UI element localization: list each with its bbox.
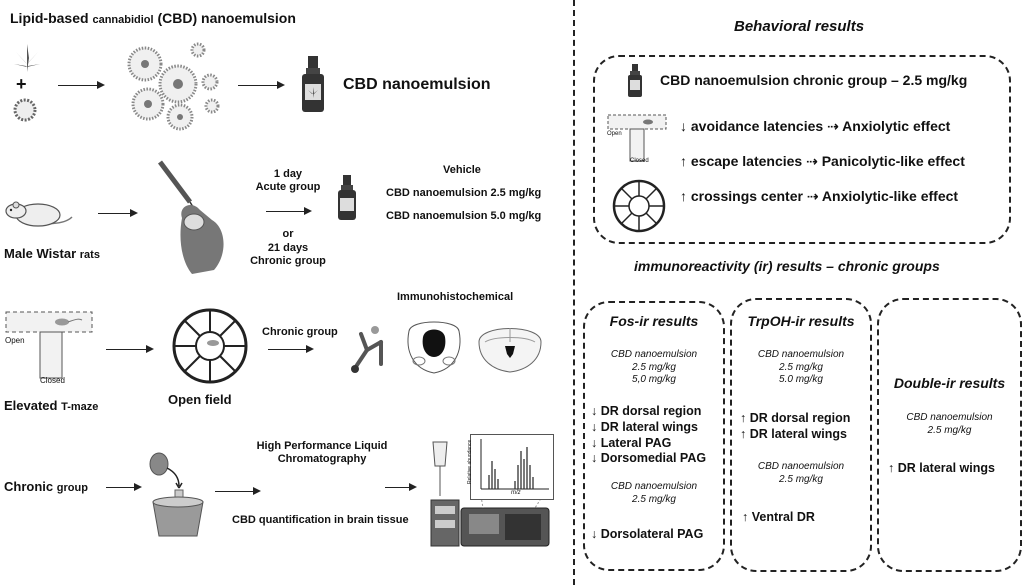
- immunohistochemical-label: Immunohistochemical: [397, 291, 514, 303]
- behavioral-result-3: ↑ crossings center ⇢ Anxiolytic-like eff…: [680, 188, 959, 204]
- cbd-nanoemulsion-label: CBD nanoemulsion: [343, 76, 491, 93]
- double-ir-title: Double-ir results: [893, 375, 1006, 391]
- chronic-group-label: 21 days Chronic group: [250, 242, 326, 267]
- maze-closed-label: Closed: [40, 376, 65, 385]
- arrow-4: [266, 207, 312, 215]
- chronic-group-row4-label: Chronic group: [4, 479, 88, 494]
- open-field-icon: [172, 308, 248, 384]
- trpoh-ir-dose-1: CBD nanoemulsion 2.5 mg/kg 5.0 mg/kg: [757, 349, 845, 385]
- maze-open-label: Open: [5, 336, 25, 345]
- double-ir-dose-1: CBD nanoemulsion 2.5 mg/kg: [906, 412, 993, 436]
- nanoemulsion-droplets-icon: [127, 42, 220, 131]
- fos-ir-box: [583, 301, 725, 571]
- hplc-instrument-icon: [430, 441, 550, 547]
- behavioral-results-title: Behavioral results: [734, 18, 865, 35]
- immunoreactivity-title: immunoreactivity (ir) results – chronic …: [634, 258, 940, 274]
- dose-25-label: CBD nanoemulsion 2.5 mg/kg: [386, 187, 542, 199]
- arrow-7: [106, 483, 142, 491]
- behavioral-result-1: ↓ avoidance latencies ⇢ Anxiolytic effec…: [680, 118, 951, 134]
- elevated-t-maze-label: Elevated T-maze: [4, 398, 99, 413]
- cbd-bottle-icon-3: [628, 64, 642, 97]
- t-maze-icon-2: [607, 114, 667, 162]
- male-wistar-label: Male Wistar rats: [4, 246, 100, 261]
- cbd-bottle-icon-2: [338, 175, 356, 220]
- ms-ylabel: Relative abundance: [467, 439, 474, 484]
- double-ir-results-1: ↑ DR lateral wings: [888, 461, 995, 475]
- chronic-group-label-2: Chronic group: [262, 326, 338, 338]
- t-maze-icon: [5, 311, 93, 379]
- brain-section-icon-1: [407, 321, 461, 374]
- arrow-8: [215, 487, 261, 495]
- trpoh-ir-results-2: ↑ Ventral DR: [742, 510, 815, 524]
- fos-ir-dose-1: CBD nanoemulsion 2.5 mg/kg 5,0 mg/kg: [610, 349, 698, 385]
- double-ir-box: [877, 298, 1022, 572]
- lipid-droplet-icon: [13, 98, 37, 122]
- trpoh-ir-dose-2: CBD nanoemulsion 2.5 mg/kg: [757, 461, 845, 485]
- fos-ir-results-1: ↓ DR dorsal region ↓ DR lateral wings ↓ …: [591, 404, 707, 466]
- trpoh-ir-box: [730, 298, 872, 572]
- cannabis-leaf-icon: [14, 44, 40, 72]
- behavioral-results-box: [593, 55, 1011, 244]
- hplc-label: High Performance Liquid Chromatography: [256, 440, 388, 465]
- ms-xlabel: m/z: [511, 490, 521, 496]
- behavioral-result-2: ↑ escape latencies ⇢ Panicolytic-like ef…: [680, 153, 965, 169]
- fos-ir-dose-2: CBD nanoemulsion 2.5 mg/kg: [610, 481, 698, 505]
- cbd-quantification-label: CBD quantification in brain tissue: [232, 514, 409, 526]
- brain-section-icon-2: [478, 328, 542, 373]
- maze2-closed-label: Closed: [630, 158, 649, 164]
- trpoh-ir-results-1: ↑ DR dorsal region ↑ DR lateral wings: [740, 411, 851, 441]
- trpoh-ir-title: TrpOH-ir results: [747, 313, 855, 329]
- injection-hand-icon: [158, 160, 224, 274]
- antibody-icon: [351, 326, 383, 373]
- maze2-open-label: Open: [607, 131, 622, 137]
- column-divider: [573, 0, 575, 585]
- nanoemulsion-title: Lipid-based cannabidiol (CBD) nanoemulsi…: [10, 10, 296, 26]
- arrow-1: [58, 81, 105, 89]
- mass-spectrum-chart: Relative abundance m/z: [467, 434, 554, 500]
- arrow-2: [238, 81, 285, 89]
- dose-50-label: CBD nanoemulsion 5.0 mg/kg: [386, 210, 542, 222]
- arrow-3: [98, 209, 138, 217]
- arrow-5: [106, 345, 154, 353]
- vehicle-label: Vehicle: [443, 164, 481, 176]
- open-field-label: Open field: [168, 392, 232, 407]
- arrow-6: [268, 345, 314, 353]
- or-label: or: [282, 228, 294, 240]
- acute-group-label: 1 day Acute group: [255, 168, 321, 193]
- behavioral-header: CBD nanoemulsion chronic group – 2.5 mg/…: [660, 72, 968, 88]
- fos-ir-title: Fos-ir results: [609, 313, 699, 329]
- cbd-bottle-icon: [302, 56, 324, 112]
- arrow-9: [385, 483, 417, 491]
- fos-ir-results-2: ↓ Dorsolateral PAG: [591, 527, 704, 541]
- rat-icon: [5, 201, 73, 227]
- plus-sign: +: [16, 74, 27, 94]
- open-field-icon-2: [612, 179, 666, 233]
- brain-homogenization-icon: [149, 452, 204, 537]
